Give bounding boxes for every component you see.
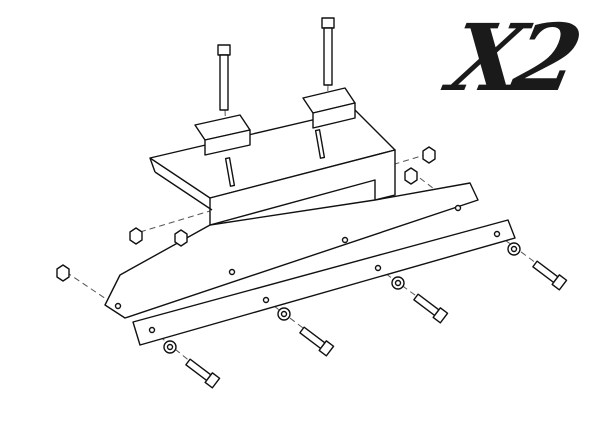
quantity-label: X2 bbox=[440, 4, 583, 112]
front-strip bbox=[132, 219, 516, 346]
nuts bbox=[56, 146, 436, 282]
top-bolts bbox=[217, 17, 335, 111]
z-bracket bbox=[104, 109, 479, 319]
top-clamps bbox=[194, 87, 356, 156]
washers bbox=[163, 242, 521, 354]
side-bolts bbox=[185, 260, 568, 389]
